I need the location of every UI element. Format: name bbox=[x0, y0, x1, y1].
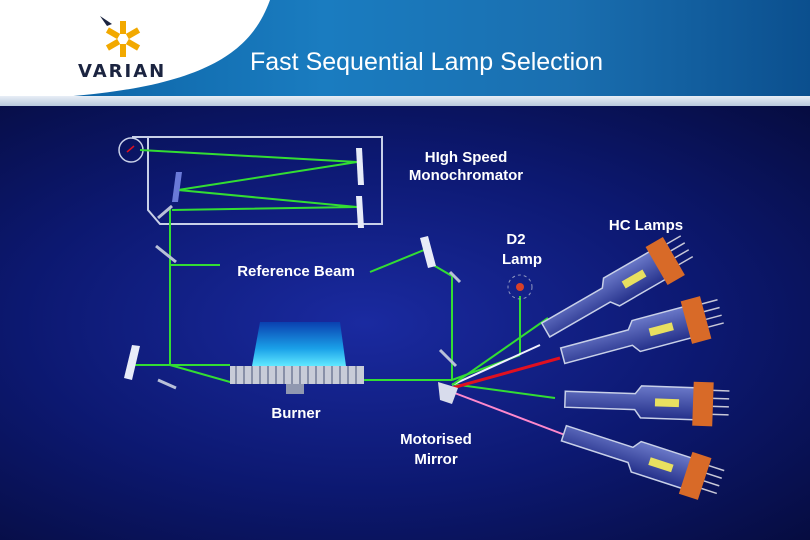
detector-icon bbox=[118, 137, 144, 163]
hc-lamp-4 bbox=[560, 424, 725, 500]
motorised-mirror-label-1: Motorised bbox=[400, 431, 472, 448]
motorised-mirror-label-2: Mirror bbox=[414, 451, 458, 468]
beam-splitters bbox=[155, 204, 462, 390]
logo-swoosh bbox=[0, 0, 270, 100]
d2-lamp-label-1: D2 bbox=[506, 231, 525, 248]
hc-lamps-label: HC Lamps bbox=[609, 217, 683, 234]
hc-lamp-3 bbox=[563, 381, 730, 427]
white-beam bbox=[451, 344, 541, 386]
reference-mirror bbox=[420, 236, 436, 268]
slide-title: Fast Sequential Lamp Selection bbox=[250, 48, 603, 76]
burner bbox=[230, 322, 364, 394]
monochromator-mirrors bbox=[172, 148, 364, 228]
monochromator-box bbox=[132, 136, 383, 225]
hc-lamp-1 bbox=[540, 235, 694, 338]
d2-lamp-label-2: Lamp bbox=[502, 251, 542, 268]
reference-beam-label: Reference Beam bbox=[237, 263, 355, 280]
logo-text: VARIAN bbox=[78, 61, 167, 82]
left-mirror bbox=[124, 345, 140, 380]
pink-beam bbox=[451, 391, 566, 436]
varian-logo-icon bbox=[100, 16, 141, 57]
red-beam bbox=[451, 356, 561, 390]
monochromator-label-1: HIgh Speed bbox=[425, 149, 508, 166]
header-divider bbox=[0, 96, 810, 106]
burner-label: Burner bbox=[271, 405, 320, 422]
motorised-mirror bbox=[438, 382, 458, 404]
green-beam-to-lamp1 bbox=[451, 317, 549, 386]
monochromator-label-2: Monochromator bbox=[409, 167, 523, 184]
hc-lamp-2 bbox=[559, 296, 724, 365]
d2-lamp-icon bbox=[507, 274, 533, 300]
